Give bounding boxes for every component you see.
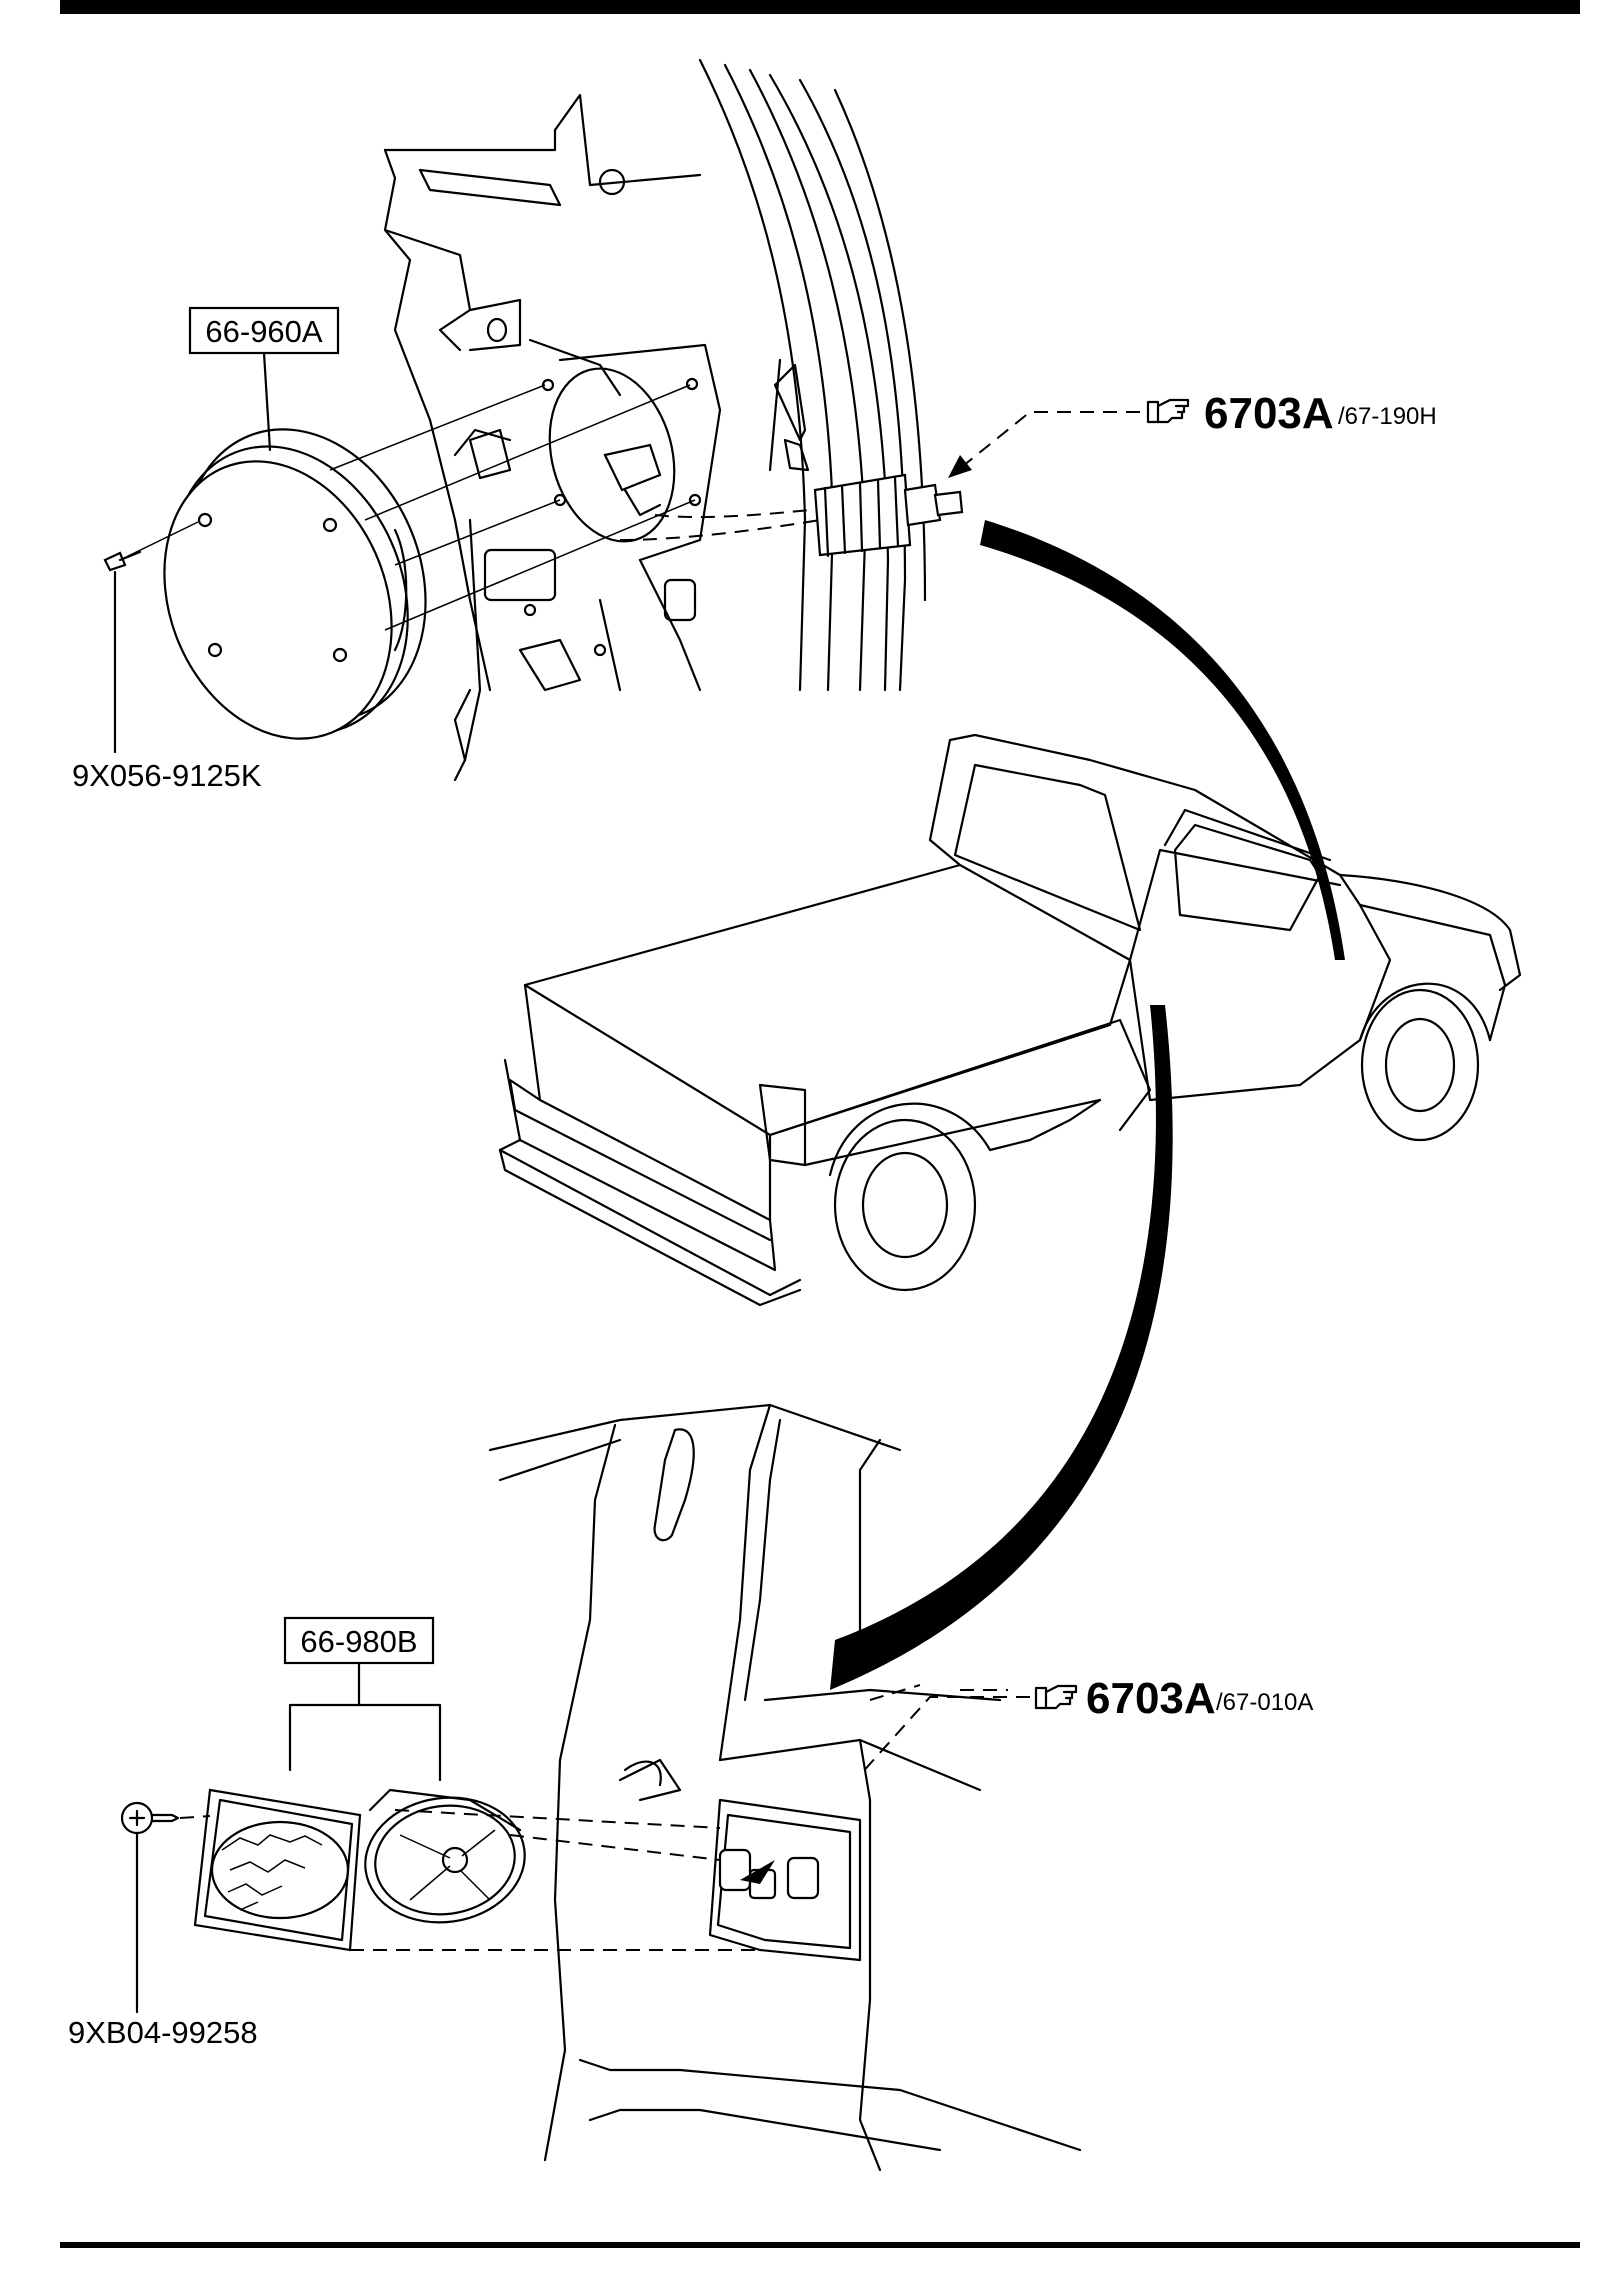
rear-speaker-leader-lines	[350, 1684, 1008, 1951]
lower-location-arrow	[830, 1005, 1173, 1690]
lower-reference-code: 6703A	[1086, 1674, 1216, 1723]
rear-screw-part-number: 9XB04-99258	[68, 2015, 258, 2050]
front-screw-9X056-9125K	[103, 550, 142, 754]
rear-screw-9XB04-99258	[120, 1801, 211, 2014]
lower-connector-arrowhead	[740, 1860, 775, 1884]
upper-reference-code: 6703A	[1204, 389, 1334, 438]
pickup-truck-drawing	[498, 733, 1522, 1307]
upper-reference-leader	[957, 411, 1140, 471]
front-screw-part-number: 9X056-9125K	[72, 758, 262, 793]
door-grommet	[813, 473, 964, 558]
bottom-border	[60, 2242, 1580, 2248]
upper-reference-page: /67-190H	[1338, 403, 1437, 430]
rear-speaker-part-number: 66-980B	[300, 1624, 417, 1659]
cab-interior-drawing	[488, 1403, 1082, 2172]
rear-speaker-grille	[193, 1788, 362, 1952]
door-panel-drawing	[383, 58, 927, 782]
lower-reference-page: /67-010A	[1216, 1689, 1313, 1716]
top-border	[60, 0, 1580, 14]
front-speaker-callout	[188, 306, 340, 452]
pointing-hand-icon	[1146, 398, 1190, 424]
rear-speaker-66-980B	[364, 1788, 526, 1924]
front-speaker-part-number: 66-960A	[205, 314, 323, 349]
pointing-hand-icon	[1034, 1684, 1078, 1710]
upper-location-arrow	[980, 520, 1345, 960]
lower-reference-leader	[859, 1696, 1030, 1776]
upper-reference-arrowhead	[948, 455, 972, 478]
front-speaker-66-960A	[163, 428, 427, 740]
rear-speaker-callout	[283, 1616, 442, 1782]
